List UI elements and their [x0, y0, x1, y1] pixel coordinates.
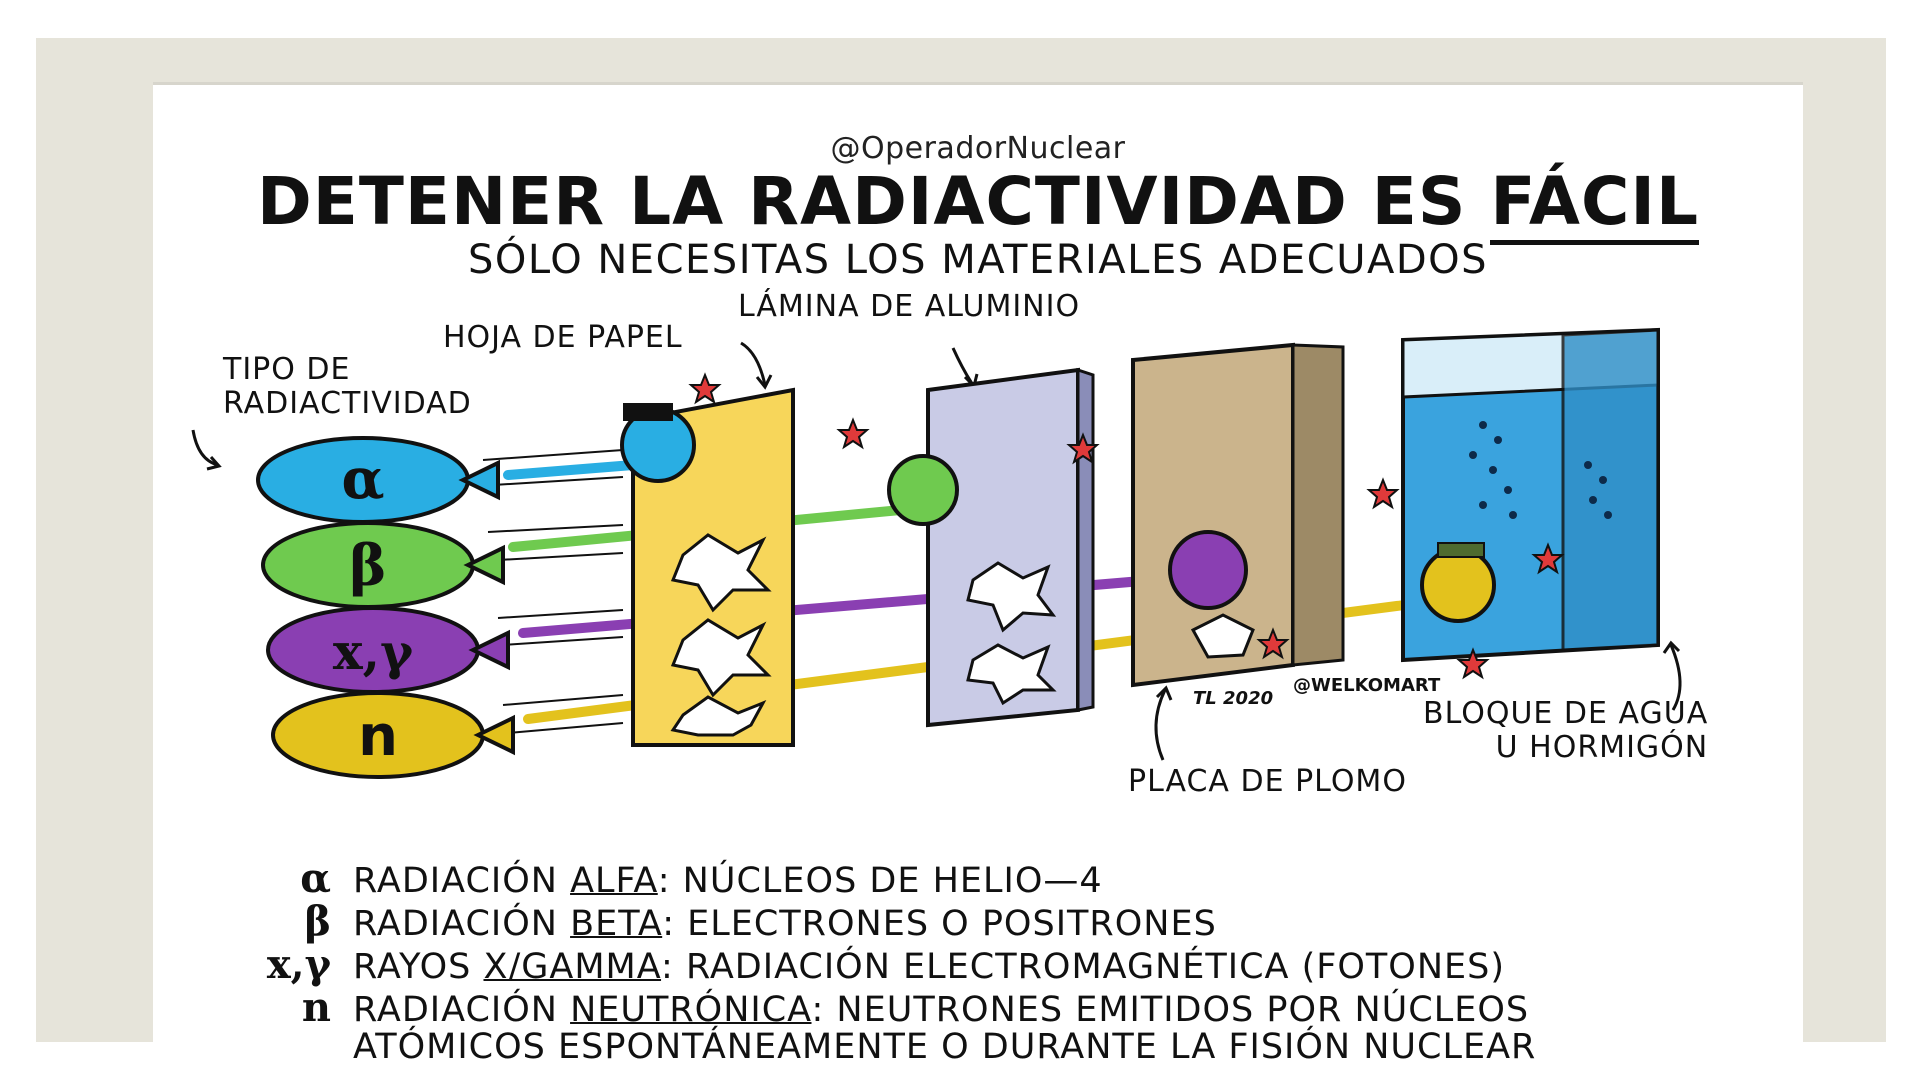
water-label: BLOQUE DE AGUA U HORMIGÓN: [1423, 697, 1708, 765]
page-subtitle: SÓLO NECESITAS LOS MATERIALES ADECUADOS: [467, 237, 1489, 283]
type-pointer-head: [206, 456, 222, 471]
water-label-line2: U HORMIGÓN: [1495, 730, 1709, 765]
lead-pointer-head: [1155, 685, 1173, 701]
paper-pointer-arrow: [740, 341, 767, 386]
type-label-line1: TIPO DE: [223, 352, 351, 387]
aluminium-burst-neutron: [966, 643, 1057, 706]
artist-credit: @WELKOMART: [1293, 675, 1441, 696]
paper-burst-beta: [670, 533, 772, 613]
author-handle: @OperadorNuclear: [830, 131, 1126, 166]
paper-burst-neutron: [670, 695, 767, 737]
speed-lines: [482, 449, 624, 734]
water-block: [1401, 327, 1660, 663]
legend-beta-symbol: β: [304, 898, 331, 945]
legend-neutron-desc: : NEUTRONES EMITIDOS POR NÚCLEOS: [811, 990, 1530, 1030]
impact-stars: [688, 372, 1565, 680]
lead-pointer-arrow: [1154, 689, 1167, 761]
lead-burst-neutron: [1190, 613, 1255, 659]
legend-neutron-continuation: ATÓMICOS ESPONTÁNEAMENTE O DURANTE LA FI…: [353, 1027, 1537, 1067]
type-label: TIPO DE RADIACTIVIDAD: [223, 353, 472, 421]
neutron-character: [1420, 547, 1496, 623]
alpha-symbol: α: [341, 446, 384, 512]
legend-gamma-desc: : RADIACIÓN ELECTROMAGNÉTICA (FOTONES): [661, 947, 1506, 987]
type-label-line2: RADIACTIVIDAD: [223, 386, 472, 421]
lead-plate: [1131, 342, 1345, 688]
legend-row-alpha: α RADIACIÓN ALFA: NÚCLEOS DE HELIO—4: [213, 855, 1773, 902]
legend-row-neutron: n RADIACIÓN NEUTRÓNICA: NEUTRONES EMITID…: [213, 984, 1773, 1031]
infographic-card: @OperadorNuclear DETENER LA RADIACTIVIDA…: [153, 82, 1803, 1067]
alpha-balloon: α: [256, 436, 500, 524]
legend-alpha-desc: : NÚCLEOS DE HELIO—4: [657, 861, 1103, 901]
aluminium-burst-gamma: [966, 561, 1057, 633]
type-pointer-arrow: [191, 429, 219, 467]
legend: α RADIACIÓN ALFA: NÚCLEOS DE HELIO—4 β R…: [213, 855, 1773, 1070]
legend-gamma-symbol: x,γ: [266, 941, 331, 988]
lead-label: PLACA DE PLOMO: [1128, 764, 1407, 799]
beta-symbol: β: [349, 533, 386, 599]
alpha-character-hat: [623, 403, 673, 421]
radiation-scene: α β x,γ n: [191, 327, 1682, 779]
paper-pointer-head: [755, 374, 773, 390]
legend-alpha-symbol: α: [300, 855, 331, 902]
title-main: DETENER LA RADIACTIVIDAD ES: [256, 163, 1491, 240]
legend-neutron-prefix: RADIACIÓN: [353, 990, 571, 1030]
water-pointer-arrow: [1669, 644, 1682, 711]
water-label-line1: BLOQUE DE AGUA: [1423, 696, 1709, 731]
legend-beta-desc: : ELECTRONES O POSITRONES: [662, 904, 1217, 944]
neutron-symbol: n: [358, 704, 398, 769]
paper-sheet: [620, 387, 795, 747]
title-emphasis: FÁCIL: [1490, 163, 1700, 245]
gamma-balloon: x,γ: [266, 606, 510, 694]
aluminium-sheet: [887, 367, 1095, 728]
legend-beta-prefix: RADIACIÓN: [353, 904, 571, 944]
page-title: DETENER LA RADIACTIVIDAD ES FÁCIL: [153, 163, 1803, 245]
paper-label: HOJA DE PAPEL: [443, 320, 683, 355]
neutron-character-hat: [1437, 542, 1485, 558]
legend-gamma-name: X/GAMMA: [483, 947, 662, 987]
legend-gamma-prefix: RAYOS: [353, 947, 484, 987]
beta-balloon: β: [261, 521, 505, 609]
legend-alpha-name: ALFA: [570, 861, 658, 901]
gamma-character: [1168, 530, 1248, 610]
aluminium-pointer-arrow: [951, 347, 975, 386]
beta-character: [887, 454, 959, 526]
paper-burst-gamma: [670, 618, 772, 698]
neutron-balloon: n: [271, 691, 515, 779]
gamma-symbol: x,γ: [333, 622, 414, 681]
artist-signature: TL 2020: [1193, 688, 1274, 709]
water-bubbles: [1469, 421, 1612, 519]
legend-alpha-prefix: RADIACIÓN: [353, 861, 571, 901]
legend-neutron-name: NEUTRÓNICA: [570, 990, 812, 1030]
water-pointer-head: [1662, 640, 1681, 654]
outer-frame: @OperadorNuclear DETENER LA RADIACTIVIDA…: [36, 38, 1886, 1067]
radiation-balloons: α β x,γ n: [256, 436, 515, 779]
gamma-beam: [518, 570, 1218, 638]
legend-neutron-symbol: n: [301, 984, 331, 1031]
alpha-beam: [503, 460, 638, 480]
legend-row-beta: β RADIACIÓN BETA: ELECTRONES O POSITRONE…: [213, 898, 1773, 945]
legend-beta-name: BETA: [570, 904, 663, 944]
legend-row-gamma: x,γ RAYOS X/GAMMA: RADIACIÓN ELECTROMAGN…: [213, 941, 1773, 988]
aluminium-label: LÁMINA DE ALUMINIO: [738, 289, 1081, 324]
